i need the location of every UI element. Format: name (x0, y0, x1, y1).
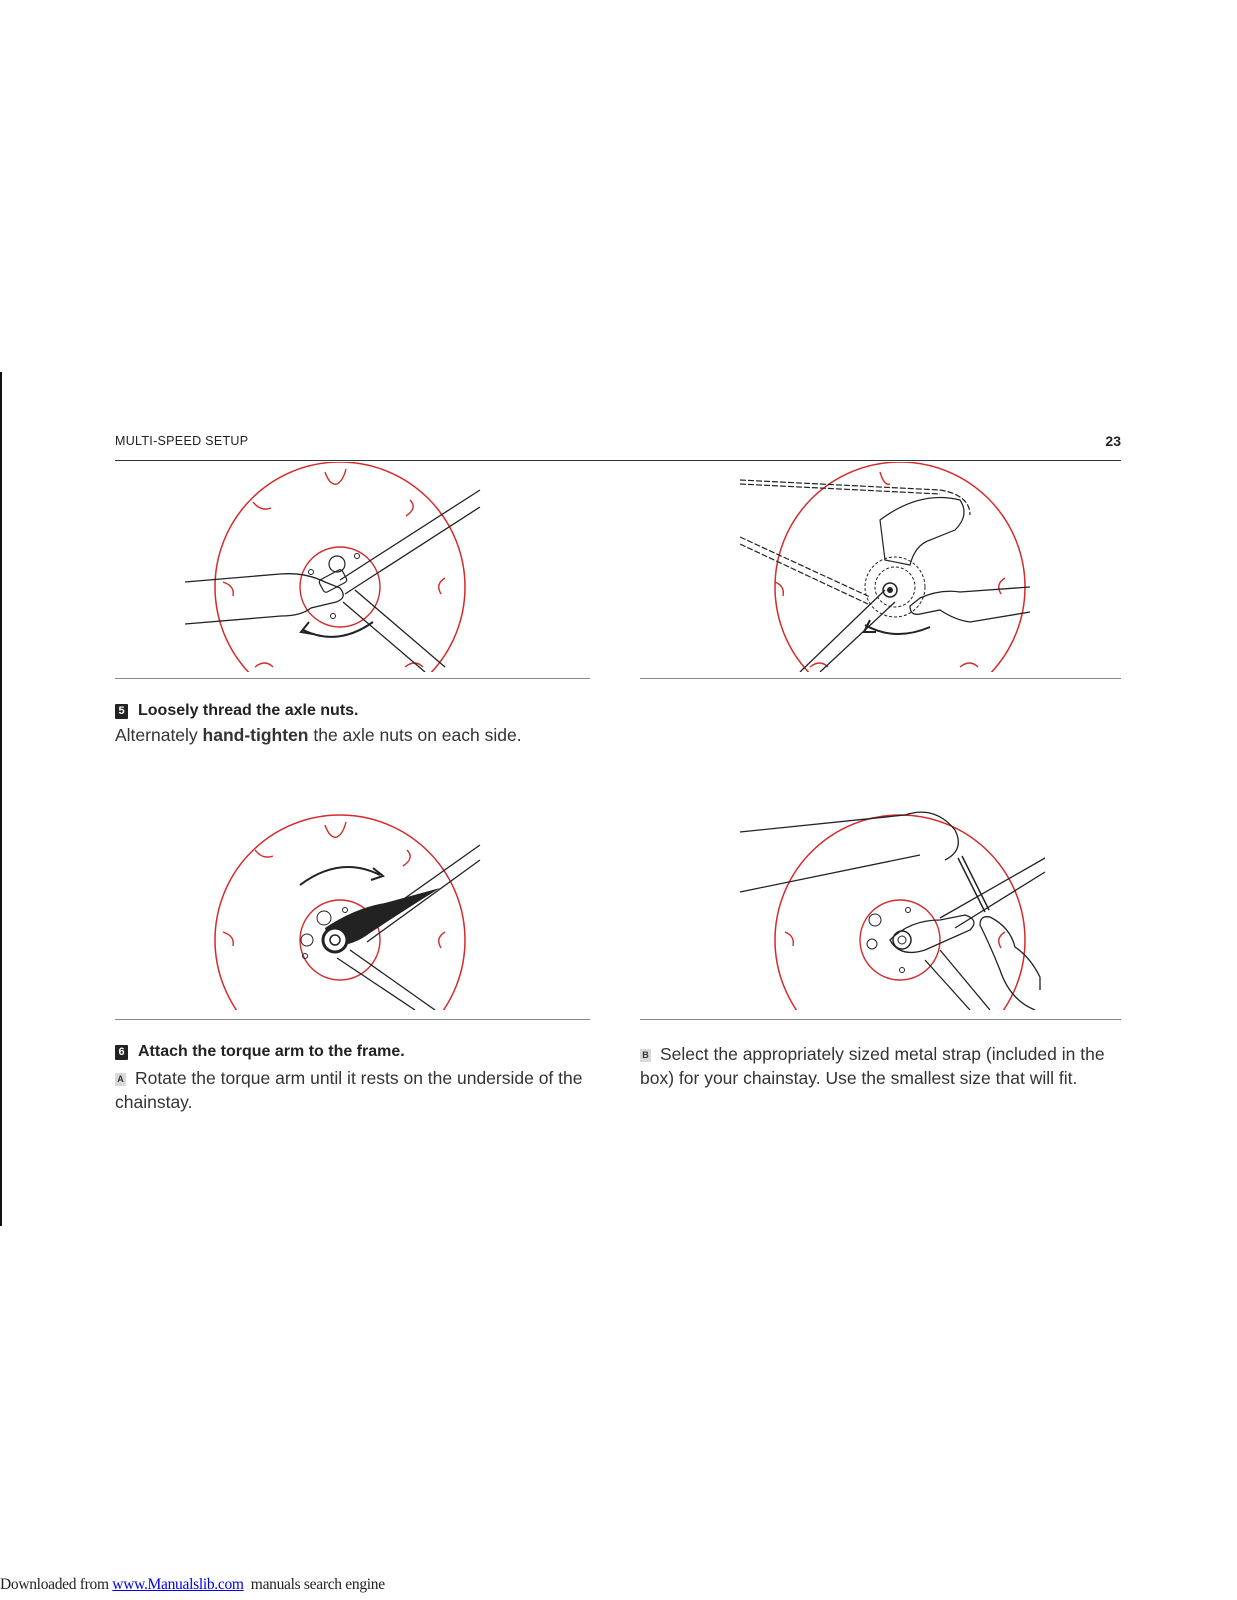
rotation-arrow (302, 621, 374, 638)
step-number-badge: 5 (115, 703, 128, 719)
arm-left (739, 811, 959, 893)
hand-right (979, 916, 1041, 1010)
torque-arm (889, 914, 975, 954)
divider-4 (640, 1019, 1121, 1020)
step-title-text: Attach the torque arm to the frame. (138, 1043, 405, 1060)
hub (299, 546, 381, 628)
rotation-arrow (864, 624, 931, 636)
divider-3 (115, 1019, 590, 1020)
brake-rotor (774, 814, 1026, 1010)
brake-rotor (774, 462, 1026, 672)
step-6-title: 6 Attach the torque arm to the frame. (115, 1043, 405, 1061)
chainstay (339, 489, 481, 595)
header-rule (115, 460, 1121, 461)
substep-letter-badge: A (115, 1073, 126, 1086)
emphasis: hand-tighten (202, 725, 309, 745)
left-edge-rule (0, 372, 2, 1226)
step-5-text: Alternately hand-tighten the axle nuts o… (115, 725, 522, 745)
illustration-rotate-torque-arm (115, 800, 590, 1010)
page-header: MULTI-SPEED SETUP 23 (115, 433, 1121, 464)
hand (184, 573, 344, 625)
brake-rotor (214, 814, 466, 1010)
manualslib-link[interactable]: www.Manualslib.com (112, 1576, 244, 1593)
divider-2 (640, 678, 1121, 679)
section-title: MULTI-SPEED SETUP (115, 434, 249, 448)
substep-letter-badge: B (640, 1049, 651, 1062)
torque-arm (325, 888, 440, 946)
hub (299, 899, 381, 981)
metal-strap (957, 855, 990, 913)
step-number-badge: 6 (115, 1044, 128, 1060)
step-title-text: Loosely thread the axle nuts. (138, 702, 359, 719)
brake-rotor (214, 462, 466, 672)
illustration-thread-axle-nut-right (640, 462, 1120, 672)
illustration-select-metal-strap (640, 800, 1120, 1010)
chain (739, 479, 971, 516)
illustration-thread-axle-nut-left (115, 462, 590, 672)
page-number: 23 (1105, 433, 1121, 449)
rotation-arrow (299, 866, 381, 886)
seatstay (342, 589, 446, 672)
derailleur (879, 497, 965, 566)
hub (859, 899, 941, 981)
footer-download-note: Downloaded from www.Manualslib.com manua… (0, 1576, 385, 1593)
hand (909, 586, 1031, 623)
step-5-title: 5 Loosely thread the axle nuts. (115, 702, 359, 720)
cassette (864, 556, 926, 618)
divider-1 (115, 678, 590, 679)
